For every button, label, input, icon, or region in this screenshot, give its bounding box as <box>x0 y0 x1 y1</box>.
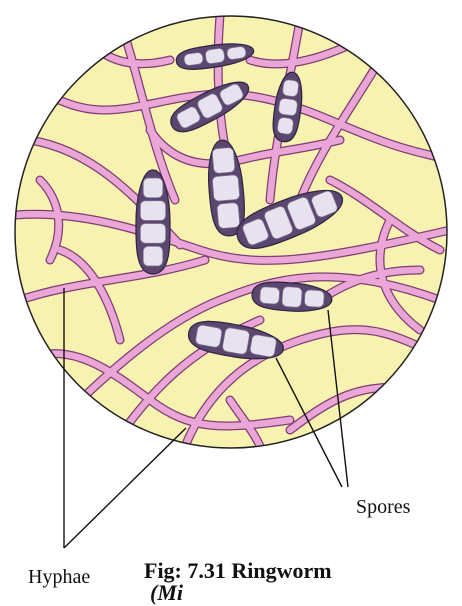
spore-cell <box>259 286 279 304</box>
spores-label: Spores <box>356 496 410 519</box>
spore-cell <box>195 324 223 348</box>
hyphae-leader-2 <box>64 428 186 548</box>
spore-cell <box>212 147 235 173</box>
spore-cell <box>222 327 250 355</box>
hyphae-label: Hyphae <box>28 566 90 589</box>
spore <box>136 170 170 274</box>
spore-cell <box>277 117 294 135</box>
spore-cell <box>304 290 324 308</box>
spore-cell <box>183 52 203 66</box>
spore-cell <box>143 246 163 266</box>
spore-cell <box>212 175 240 202</box>
ringworm-figure: Spores Hyphae Fig: 7.31 Ringworm (Mi <box>0 0 462 591</box>
spore-cell <box>282 79 299 97</box>
spore-cell <box>217 202 240 228</box>
spore-cell <box>205 48 225 64</box>
spore-cell <box>140 224 165 244</box>
spore-cell <box>140 201 165 221</box>
spore-cell <box>226 46 246 60</box>
spore-cell <box>278 98 298 116</box>
spore-cell <box>249 334 277 358</box>
spore-cell <box>282 286 303 307</box>
figure-caption-continued: (Mi <box>150 580 183 606</box>
spore-cell <box>143 178 163 198</box>
